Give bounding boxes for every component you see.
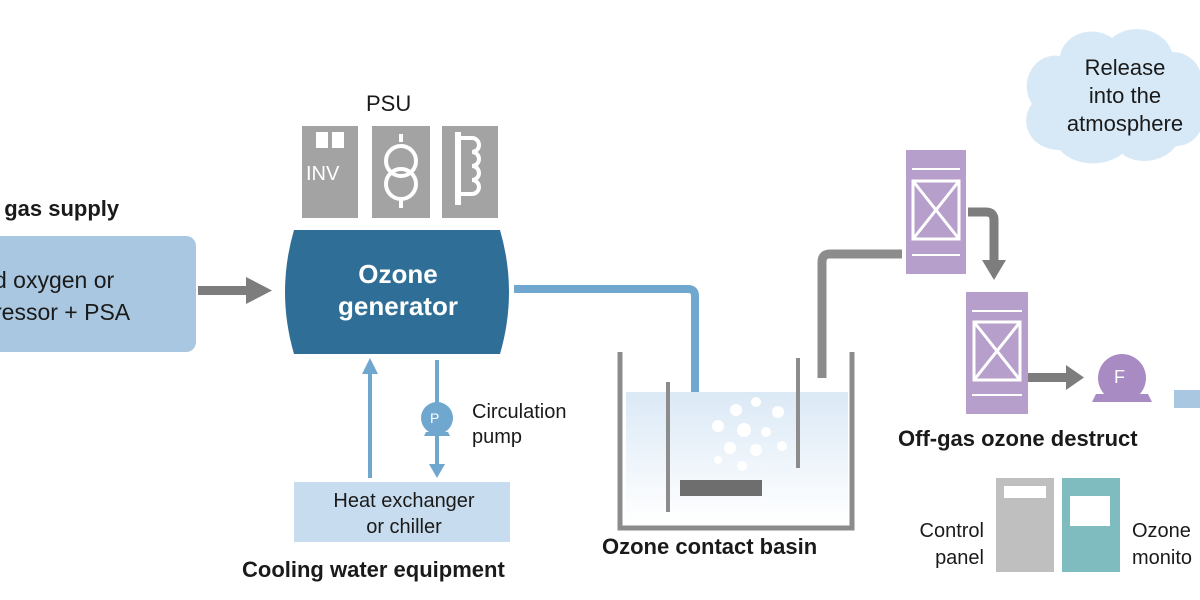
- inverter-icon: [302, 126, 358, 218]
- off-gas-pipe: [817, 249, 902, 378]
- fan-icon: [1092, 354, 1152, 402]
- ozone-generator: [285, 230, 509, 354]
- ozone-destructor-2: [966, 292, 1028, 414]
- inv-label: INV: [306, 163, 340, 185]
- ozone-generator-line-1: Ozone: [358, 259, 438, 289]
- ozone-monitor-line-2: monito: [1132, 547, 1193, 569]
- ozone-pipe: [514, 285, 699, 482]
- heat-exchanger: [294, 482, 510, 542]
- pump-icon: [421, 402, 453, 436]
- release-line-2: into the: [1088, 83, 1162, 108]
- exhaust-pipe: [1174, 390, 1200, 408]
- circulation-pump-label: Circulation pump: [472, 400, 566, 450]
- feed-arrow: [198, 277, 272, 304]
- ozone-contact-basin-title: Ozone contact basin: [602, 534, 818, 559]
- diffuser: [680, 480, 762, 496]
- circulation-pump-line-1: Circulation: [472, 401, 567, 423]
- pump-symbol: P: [430, 410, 440, 426]
- fan-arrow: [1028, 365, 1084, 390]
- release-line-1: Release: [1084, 55, 1166, 80]
- heat-exchanger-label: Heat exchanger or chiller: [296, 488, 512, 540]
- control-panel-line-2: panel: [935, 547, 984, 569]
- return-arrow: [362, 358, 378, 478]
- cloud-icon: [1026, 29, 1200, 164]
- control-panel-line-1: Control: [919, 520, 984, 542]
- control-panel: [996, 478, 1054, 572]
- destructor-arrow: [968, 207, 1006, 280]
- bubbles: [712, 397, 787, 471]
- heat-exchanger-line-2: or chiller: [366, 516, 442, 538]
- feed-gas-line-1: d oxygen or: [0, 267, 115, 293]
- feed-gas-supply-title: l gas supply: [0, 196, 120, 221]
- ozone-monitor: [1062, 478, 1120, 572]
- ozone-contact-basin: [617, 352, 855, 531]
- heat-exchanger-line-1: Heat exchanger: [333, 490, 475, 512]
- ozone-destructor-1: [906, 150, 966, 274]
- release-label: Release into the atmosphere: [1040, 54, 1200, 138]
- ozone-generator-label: Ozone generator: [282, 258, 514, 322]
- release-line-3: atmosphere: [1066, 111, 1184, 136]
- cooling-water-equipment-title: Cooling water equipment: [242, 557, 505, 582]
- ozone-generator-line-2: generator: [338, 291, 458, 321]
- feed-gas-box: [0, 236, 196, 352]
- off-gas-destructor-title: Off-gas ozone destruct: [898, 426, 1138, 451]
- ozone-monitor-line-1: Ozone: [1132, 520, 1191, 542]
- transformer-icon: [372, 126, 430, 218]
- coil-icon: [442, 126, 498, 218]
- control-panel-label: Control panel: [896, 518, 984, 572]
- ozone-monitor-label: Ozone monito: [1132, 518, 1192, 572]
- fan-symbol: F: [1114, 367, 1125, 387]
- feed-gas-line-2: ressor + PSA: [0, 299, 131, 325]
- psu-title: PSU: [366, 91, 412, 116]
- circulation-pump-line-2: pump: [472, 426, 523, 448]
